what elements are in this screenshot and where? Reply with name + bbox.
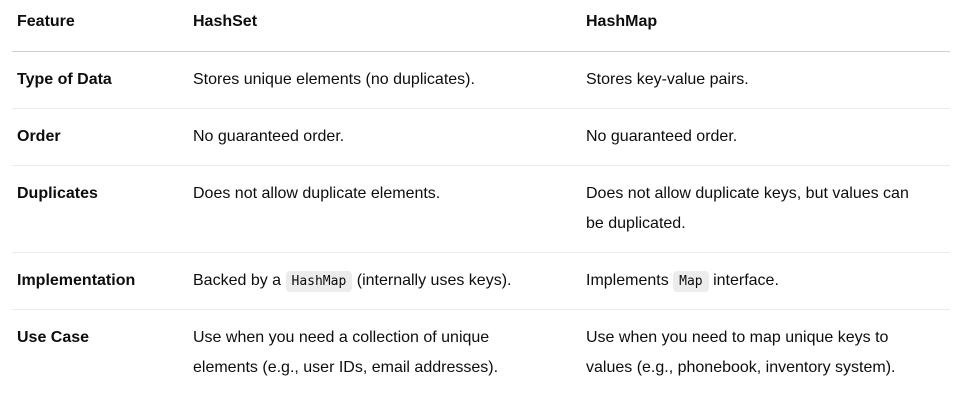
table-row-use-case: Use Case Use when you need a collection … <box>12 310 950 397</box>
feature-cell: Duplicates <box>12 165 193 253</box>
column-header-feature: Feature <box>12 0 193 52</box>
hashset-cell: Stores unique elements (no duplicates). <box>193 51 586 109</box>
feature-cell: Implementation <box>12 252 193 310</box>
inline-code-hashmap: HashMap <box>285 271 353 292</box>
hashset-hashmap-comparison-table: Feature HashSet HashMap Type of Data Sto… <box>12 0 950 396</box>
hashset-cell: Use when you need a collection of unique… <box>193 329 499 376</box>
cell-text: Implements <box>586 272 674 289</box>
table-row-order: Order No guaranteed order. No guaranteed… <box>12 108 950 166</box>
hashmap-cell: Does not allow duplicate keys, but value… <box>586 165 950 253</box>
feature-cell: Type of Data <box>12 51 193 109</box>
cell-text: interface. <box>708 272 779 289</box>
table-row-duplicates: Duplicates Does not allow duplicate elem… <box>12 165 950 253</box>
hashset-cell: Backed by a HashMap (internally uses key… <box>193 252 586 310</box>
table-header-row: Feature HashSet HashMap <box>12 0 950 52</box>
feature-cell: Use Case <box>17 329 90 346</box>
table-row-implementation: Implementation Backed by a HashMap (inte… <box>12 252 950 310</box>
hashset-cell: No guaranteed order. <box>193 108 586 166</box>
cell-text: Backed by a <box>193 272 286 289</box>
feature-cell: Order <box>12 108 193 166</box>
hashmap-cell: Use when you need to map unique keys to … <box>586 329 896 376</box>
inline-code-map: Map <box>673 271 709 292</box>
cell-text: (internally uses keys). <box>352 272 512 289</box>
column-header-hashmap: HashMap <box>586 0 950 52</box>
hashset-cell: Does not allow duplicate elements. <box>193 165 586 253</box>
hashmap-cell: Implements Map interface. <box>586 252 950 310</box>
column-header-hashset: HashSet <box>193 0 586 52</box>
hashmap-cell: Stores key-value pairs. <box>586 51 950 109</box>
hashmap-cell: No guaranteed order. <box>586 108 950 166</box>
table-row-type-of-data: Type of Data Stores unique elements (no … <box>12 51 950 109</box>
